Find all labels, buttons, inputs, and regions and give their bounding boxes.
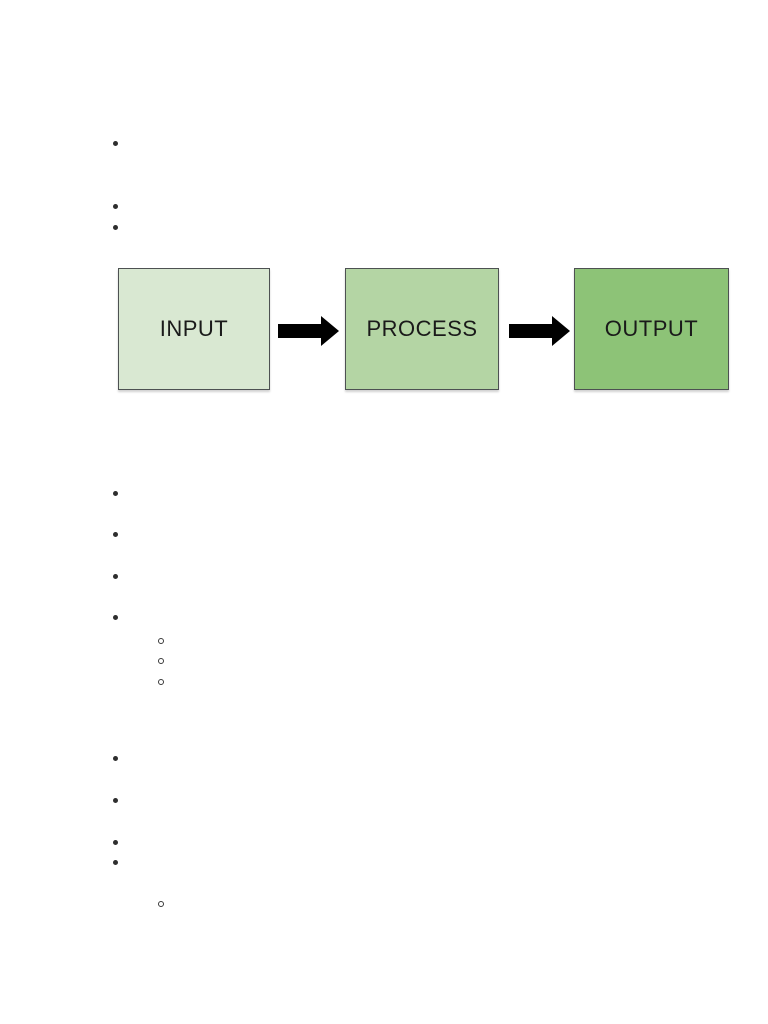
sub-bullet-marker <box>158 901 164 907</box>
arrow-shaft <box>278 324 321 338</box>
bullet-marker <box>113 491 118 496</box>
sub-bullet-marker <box>158 638 164 644</box>
bullet-marker <box>113 840 118 845</box>
bullet-marker <box>113 860 118 865</box>
sub-bullet-marker <box>158 658 164 664</box>
bullet-marker <box>113 615 118 620</box>
bullet-marker <box>113 756 118 761</box>
bullet-marker <box>113 225 118 230</box>
bullet-marker <box>113 532 118 537</box>
process-box: PROCESS <box>345 268 499 390</box>
bullet-marker <box>113 141 118 146</box>
arrow-head <box>321 316 339 346</box>
sub-bullet-marker <box>158 679 164 685</box>
output-box: OUTPUT <box>574 268 729 390</box>
input-box-label: INPUT <box>159 316 229 341</box>
arrow-shaft <box>509 324 552 338</box>
process-box-label: PROCESS <box>366 316 478 341</box>
bullet-marker <box>113 798 118 803</box>
bullet-marker <box>113 204 118 209</box>
output-box-label: OUTPUT <box>604 316 699 341</box>
arrow-head <box>552 316 570 346</box>
bullet-marker <box>113 574 118 579</box>
input-box: INPUT <box>118 268 270 390</box>
